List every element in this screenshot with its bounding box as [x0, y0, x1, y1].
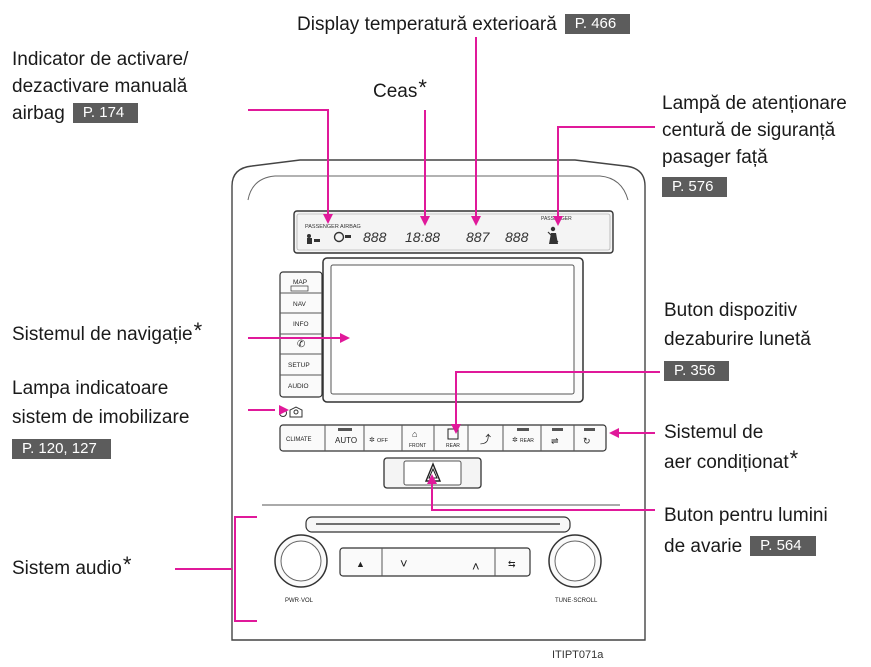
callout-lines [175, 37, 660, 570]
navigation-label: Sistemul de navigație* [12, 318, 203, 346]
callout-rear-defogger [455, 371, 660, 430]
lcd-clock-digits: 18:88 [405, 229, 440, 245]
auto-button[interactable]: AUTO [335, 436, 357, 445]
phone-button-icon: ✆ [297, 339, 305, 350]
rear-defogger-icon [447, 428, 459, 440]
off-button[interactable]: OFF [377, 438, 389, 444]
skip-icon[interactable]: ⇆ [508, 559, 516, 569]
airbag-icon [307, 231, 351, 244]
audio-bracket [234, 516, 257, 622]
climate-button-strip [279, 424, 607, 452]
rear-climate-button[interactable]: REAR [520, 438, 534, 444]
seatbelt-warning-icon [547, 226, 559, 244]
seek-up-icon[interactable]: ˄ [472, 559, 480, 574]
seat-airflow-icon: ⤴ [480, 432, 491, 446]
nav-button-column [279, 271, 323, 398]
tune-scroll-knob[interactable] [548, 534, 602, 588]
figure-id: ITIPT071a [552, 649, 604, 661]
air-conditioning-label: Sistemul de aer condiționat* [664, 422, 799, 473]
fan-off-icon: ✲ [369, 436, 375, 444]
front-defroster-button[interactable]: FRONT [409, 443, 426, 449]
hazard-ref: P. 564 [750, 535, 816, 556]
immobilizer-label: Lampa indicatoare sistem de imobilizare … [12, 378, 190, 459]
console-outline [231, 159, 646, 641]
recirculation-icon: ↻ [583, 436, 591, 446]
nav-button[interactable]: NAV [293, 301, 307, 308]
front-defroster-icon: ⌂ [412, 429, 417, 439]
pwr-vol-knob[interactable] [274, 534, 328, 588]
callout-arrowheads [279, 214, 619, 484]
map-button[interactable]: MAP [293, 279, 307, 286]
rear-defogger-ref: P. 356 [664, 360, 730, 381]
console-inner-arc [247, 175, 629, 201]
setup-button[interactable]: SETUP [288, 362, 310, 369]
immobilizer-car-icon [289, 406, 303, 418]
audio-buttons-row [339, 547, 531, 577]
callout-hazard [431, 478, 655, 511]
info-button[interactable]: INFO [293, 321, 309, 328]
lcd-temp-digits: 887 [466, 229, 491, 245]
immobilizer-ref: P. 120, 127 [12, 438, 111, 459]
audio-button[interactable]: AUDIO [288, 383, 309, 390]
rear-defogger-button[interactable]: REAR [446, 443, 460, 449]
seek-down-icon[interactable]: ˅ [400, 556, 408, 571]
lcd-right-digits: 888 [505, 229, 529, 245]
airbag-indicator-label: Indicator de activare/ dezactivare manua… [12, 49, 189, 124]
rear-defogger-label: Buton dispozitiv dezaburire lunetă P. 35… [664, 300, 811, 381]
lcd-display [293, 210, 614, 254]
eject-button-icon[interactable]: ▲ [356, 559, 365, 569]
fresh-air-icon: ⇌ [551, 436, 559, 446]
rear-climate-icon: ✲ [512, 436, 518, 444]
audio-label: Sistem audio* [12, 552, 132, 580]
pwr-vol-label: PWR·VOL [285, 598, 314, 604]
display-temp-ref: P. 466 [564, 13, 631, 34]
passenger-airbag-text: PASSENGER AIRBAG [305, 224, 361, 230]
lcd-left-digits: 888 [363, 229, 387, 245]
callout-seatbelt [557, 126, 655, 222]
callout-airbag [248, 109, 329, 220]
tune-scroll-label: TUNE·SCROLL [555, 598, 598, 604]
seatbelt-lamp-ref: P. 576 [662, 176, 728, 197]
seatbelt-lamp-label: Lampă de atenționare centură de siguranț… [662, 93, 847, 197]
climate-button[interactable]: CLIMATE [286, 437, 312, 443]
airbag-indicator-ref: P. 174 [72, 102, 139, 123]
clock-label: Ceas* [373, 75, 427, 103]
